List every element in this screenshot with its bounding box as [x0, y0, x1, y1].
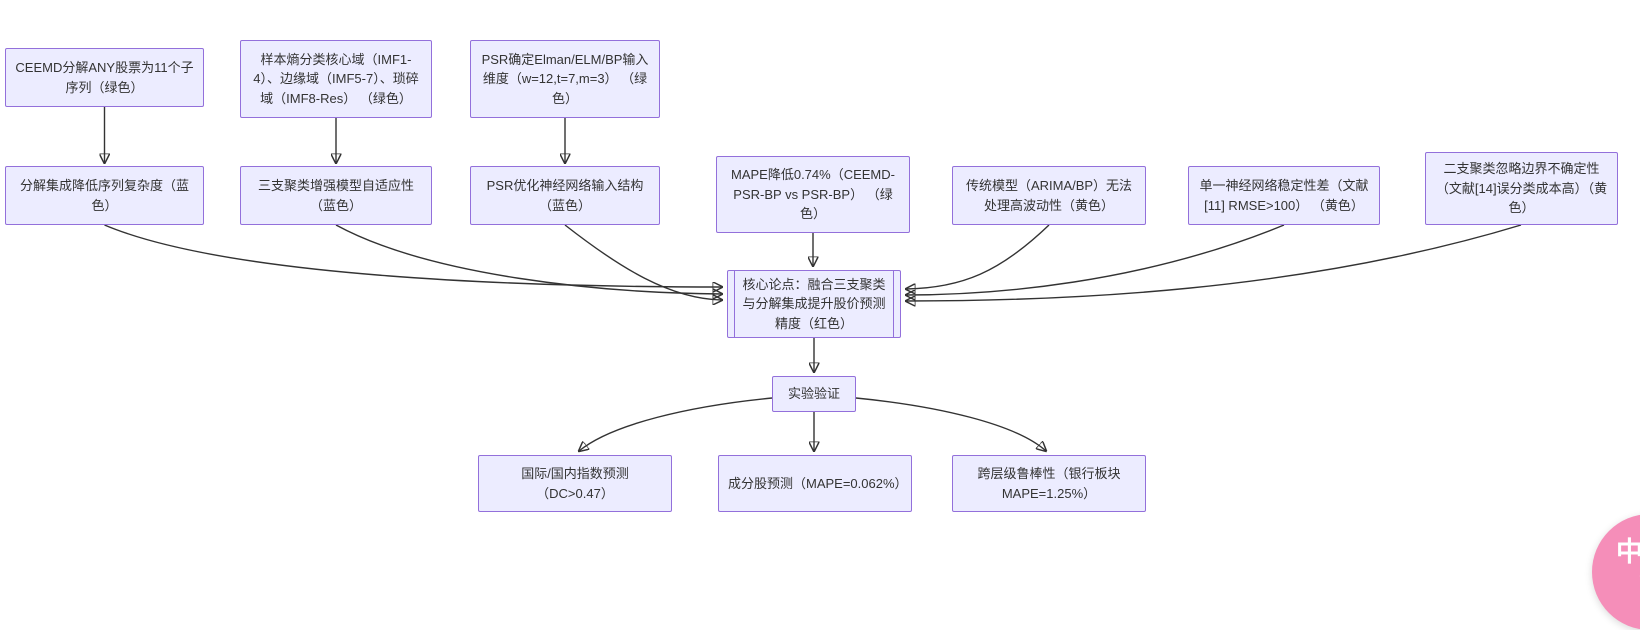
- node-label: 单一神经网络稳定性差（文献[11] RMSE>100） （黄色）: [1199, 178, 1369, 213]
- node-robustness-result: 跨层级鲁棒性（银行板块 MAPE=1.25%）: [952, 455, 1146, 512]
- node-label: PSR优化神经网络输入结构（蓝色）: [486, 178, 644, 213]
- node-label: CEEMD分解ANY股票为11个子序列（绿色）: [15, 60, 194, 95]
- node-label: 二支聚类忽略边界不确定性（文献[14]误分类成本高）（黄色）: [1435, 161, 1608, 216]
- node-ceemd-decompose: CEEMD分解ANY股票为11个子序列（绿色）: [5, 48, 204, 107]
- node-label: 分解集成降低序列复杂度（蓝色）: [19, 178, 189, 213]
- edge-decompose-to-core: [104, 224, 723, 287]
- node-label: 成分股预测（MAPE=0.062%）: [728, 475, 908, 491]
- node-label: 跨层级鲁棒性（银行板块 MAPE=1.25%）: [977, 466, 1121, 501]
- node-two-way-clustering-gap: 二支聚类忽略边界不确定性（文献[14]误分类成本高）（黄色）: [1425, 152, 1618, 225]
- node-constituent-prediction-result: 成分股预测（MAPE=0.062%）: [718, 455, 912, 512]
- node-label: 核心论点：融合三支聚类与分解集成提升股价预测精度（红色）: [742, 276, 886, 331]
- edge-experiment-to-index: [579, 397, 773, 451]
- node-label: 样本熵分类核心域（IMF1-4）、边缘域（IMF5-7）、琐碎域（IMF8-Re…: [253, 51, 419, 106]
- node-index-prediction-result: 国际/国内指数预测（DC>0.47）: [478, 455, 672, 512]
- node-traditional-model-gap: 传统模型（ARIMA/BP）无法处理高波动性（黄色）: [952, 166, 1146, 225]
- node-core-thesis: 核心论点：融合三支聚类与分解集成提升股价预测精度（红色）: [727, 270, 901, 338]
- flowchart-canvas: CEEMD分解ANY股票为11个子序列（绿色） 样本熵分类核心域（IMF1-4）…: [5, 40, 1640, 630]
- edge-experiment-to-robustness: [855, 397, 1046, 451]
- node-label: MAPE降低0.74%（CEEMD-PSR-BP vs PSR-BP） （绿色）: [731, 167, 895, 222]
- edge-singlenn-to-core: [906, 224, 1285, 295]
- node-decompose-benefit: 分解集成降低序列复杂度（蓝色）: [5, 166, 204, 225]
- node-label: 国际/国内指数预测（DC>0.47）: [521, 466, 629, 501]
- node-label: 三支聚类增强模型自适应性（蓝色）: [257, 178, 414, 213]
- node-label: 实验验证: [787, 386, 840, 402]
- edge-traditional-to-core: [906, 224, 1050, 289]
- node-psr-input-dimension: PSR确定Elman/ELM/BP输入维度（w=12,t=7,m=3） （绿色）: [470, 40, 660, 118]
- node-single-nn-gap: 单一神经网络稳定性差（文献[11] RMSE>100） （黄色）: [1188, 166, 1380, 225]
- node-mape-evidence: MAPE降低0.74%（CEEMD-PSR-BP vs PSR-BP） （绿色）: [716, 156, 910, 233]
- edge-twoway-to-core: [906, 224, 1522, 301]
- node-sample-entropy: 样本熵分类核心域（IMF1-4）、边缘域（IMF5-7）、琐碎域（IMF8-Re…: [240, 40, 432, 118]
- node-three-way-benefit: 三支聚类增强模型自适应性（蓝色）: [240, 166, 432, 225]
- node-psr-benefit: PSR优化神经网络输入结构（蓝色）: [470, 166, 660, 225]
- edge-twc-to-core: [335, 224, 722, 294]
- edge-psrbenefit-to-core: [564, 224, 722, 300]
- node-label: 传统模型（ARIMA/BP）无法处理高波动性（黄色）: [965, 178, 1133, 213]
- node-experiment-validation: 实验验证: [772, 376, 856, 412]
- translate-button[interactable]: 中 A: [1592, 514, 1640, 630]
- translate-chinese-glyph: 中: [1616, 537, 1640, 567]
- node-label: PSR确定Elman/ELM/BP输入维度（w=12,t=7,m=3） （绿色）: [481, 51, 649, 106]
